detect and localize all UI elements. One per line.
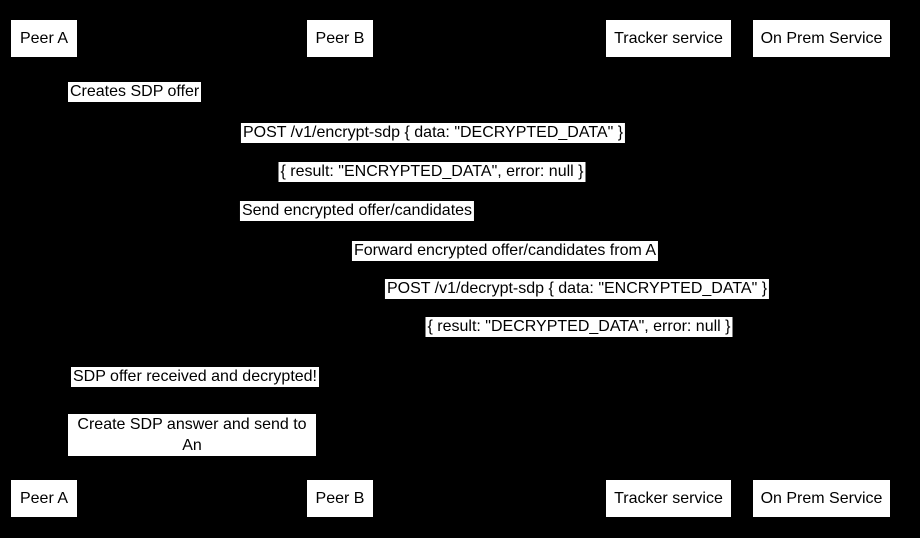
message-forward-encrypted-offer: Forward encrypted offer/candidates from … [351, 241, 659, 261]
actor-peer-b-top: Peer B [307, 20, 373, 57]
note-line-1: Create SDP answer and send to An [77, 416, 307, 454]
actor-on-prem-service-top: On Prem Service [753, 20, 890, 57]
actor-tracker-service-top: Tracker service [606, 20, 731, 57]
actor-on-prem-service-bottom: On Prem Service [753, 480, 890, 517]
lifeline-on-prem-service [821, 57, 822, 480]
message-decrypt-sdp-response: { result: "DECRYPTED_DATA", error: null … [425, 317, 733, 337]
message-encrypt-sdp-request: POST /v1/encrypt-sdp { data: "DECRYPTED_… [240, 123, 626, 143]
actor-peer-b-bottom: Peer B [307, 480, 373, 517]
message-send-encrypted-offer: Send encrypted offer/candidates [239, 201, 475, 221]
message-encrypt-sdp-response: { result: "ENCRYPTED_DATA", error: null … [278, 162, 586, 182]
actor-peer-a-top: Peer A [11, 20, 77, 57]
actor-tracker-service-bottom: Tracker service [606, 480, 731, 517]
message-creates-sdp-offer: Creates SDP offer [68, 82, 202, 102]
note-line-2: using the same mechanism [94, 458, 290, 475]
lifeline-peer-a [44, 57, 45, 480]
note-create-sdp-answer: Create SDP answer and send to An using t… [68, 414, 316, 475]
lifeline-peer-b [340, 57, 341, 480]
message-sdp-offer-received: SDP offer received and decrypted! [71, 367, 319, 387]
lifeline-tracker-service [668, 57, 669, 480]
actor-peer-a-bottom: Peer A [11, 480, 77, 517]
message-decrypt-sdp-request: POST /v1/decrypt-sdp { data: "ENCRYPTED_… [384, 279, 770, 299]
